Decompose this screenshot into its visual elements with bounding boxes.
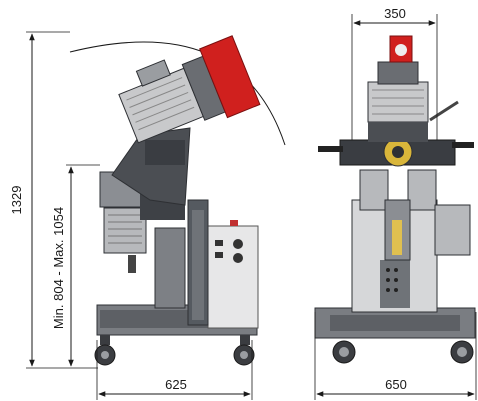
label-total-height: 1329 — [9, 186, 24, 215]
label-motor-width: 350 — [384, 6, 406, 21]
front-motor-right — [407, 169, 437, 211]
front-top-motor — [367, 81, 429, 123]
dimension-lines — [26, 14, 477, 400]
front-motor-left — [359, 169, 389, 211]
label-front-width: 650 — [385, 377, 407, 392]
label-side-depth: 625 — [165, 377, 187, 392]
front-view-machine — [314, 35, 476, 364]
red-cutter-guard — [199, 35, 261, 119]
side-view-machine — [69, 35, 286, 366]
front-motor-far-right — [434, 204, 471, 256]
handle-right — [452, 142, 474, 148]
tilted-motor-head — [118, 35, 261, 144]
handle-left — [318, 146, 343, 152]
label-working-height: Min. 804 - Max. 1054 — [51, 207, 66, 329]
